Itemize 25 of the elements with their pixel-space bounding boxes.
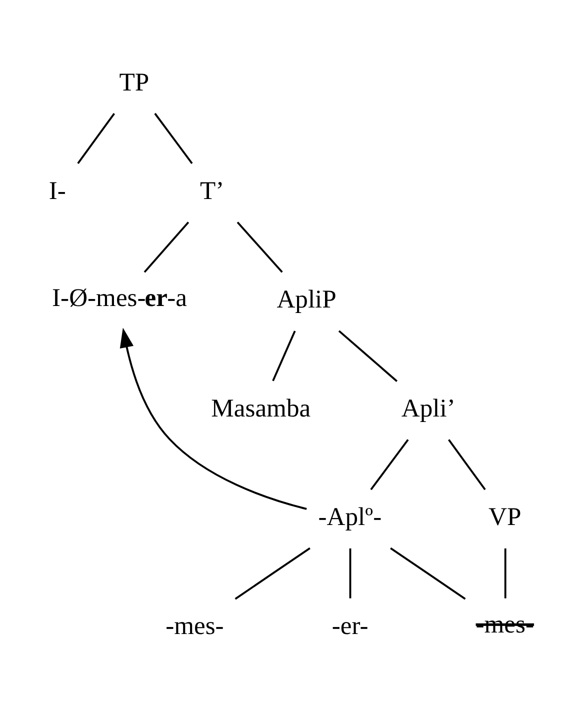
node-text: T’ <box>200 175 224 204</box>
connector <box>338 330 398 382</box>
arrow <box>120 327 307 510</box>
node-text: -Aplº- <box>318 502 382 531</box>
node-text: VP <box>488 502 522 531</box>
connector <box>77 112 116 164</box>
connector <box>272 330 296 381</box>
node-text: -mes- <box>166 610 224 640</box>
node-text: I- <box>48 175 66 204</box>
connector <box>448 438 486 490</box>
connector <box>390 546 466 600</box>
node-text: -er- <box>332 610 368 640</box>
connector <box>154 112 193 164</box>
connector <box>370 438 409 490</box>
node-text: I-Ø-mes-er-a <box>52 282 188 312</box>
connector <box>349 548 352 598</box>
connector <box>144 221 190 272</box>
connector <box>234 546 310 600</box>
node-text: ApliP <box>276 284 336 314</box>
node-text: Masamba <box>211 392 311 422</box>
connector <box>504 548 506 598</box>
node-text: -mes- <box>476 608 534 638</box>
node-text: TP <box>119 66 150 96</box>
connector <box>236 221 283 272</box>
node-text: Apli’ <box>401 392 456 422</box>
